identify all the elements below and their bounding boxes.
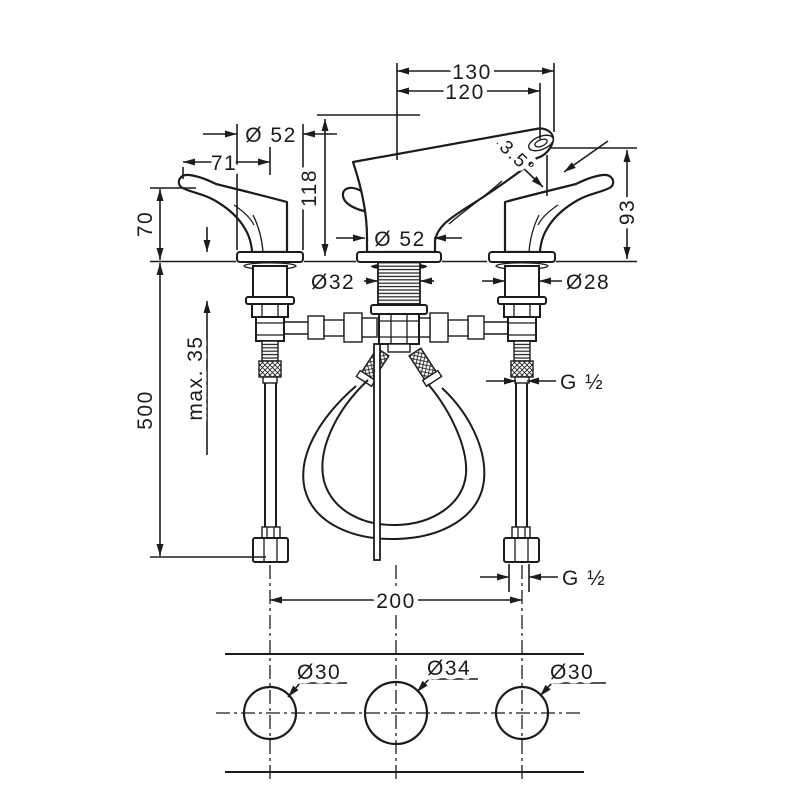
dim-label-max35: max. 35 (184, 335, 207, 420)
dim-label-g12-bottom: G ½ (562, 567, 606, 590)
hose-loop (302, 379, 486, 541)
dim-label-93: 93 (616, 199, 639, 225)
dim-label-130: 130 (452, 61, 492, 84)
left-handle-assembly (177, 173, 379, 564)
hole-center (363, 680, 429, 746)
hole-left (242, 685, 298, 741)
dim-handle-tip-height: 93 (550, 147, 644, 259)
dim-label-dia28: Ø28 (566, 271, 610, 294)
hole-left-label: Ø30 (287, 657, 347, 698)
dim-handle-reach: 71 (182, 147, 271, 180)
spout-assembly (302, 127, 555, 561)
dim-hose-length: 500 (130, 263, 266, 558)
svg-text:Ø34: Ø34 (427, 657, 471, 680)
hole-center-label: Ø34 (416, 653, 478, 693)
svg-text:Ø30: Ø30 (297, 661, 341, 684)
dim-handle-escutcheon: Ø 52 (203, 120, 337, 250)
dim-label-500: 500 (134, 390, 157, 430)
dim-spout-shank: Ø32 (307, 267, 434, 299)
spout-threaded-shank (377, 261, 421, 306)
dim-spout-reach: 120 (397, 77, 540, 109)
hole-right-label: Ø30 (539, 657, 606, 697)
hole-right (494, 685, 550, 741)
dim-label-71: 71 (211, 152, 237, 175)
dim-spout-escutcheon: Ø 52 (336, 224, 462, 256)
dim-label-70: 70 (134, 211, 157, 237)
dim-label-200: 200 (376, 590, 416, 613)
tee-body (378, 313, 420, 345)
dim-label-dia52-left: Ø 52 (245, 124, 297, 147)
dim-spout-height: 118 (294, 114, 420, 256)
dim-label-118: 118 (298, 169, 321, 207)
hole-plan-view: Ø30 Ø34 Ø30 (216, 653, 606, 773)
dim-label-120: 120 (445, 81, 485, 104)
spout-escutcheon (356, 251, 442, 263)
right-handle-assembly (413, 173, 615, 564)
dim-spout-reach-overall: 130 (396, 57, 555, 160)
svg-text:Ø30: Ø30 (550, 661, 594, 684)
dim-handle-shank: Ø28 (482, 267, 613, 299)
dim-max-counter-thickness: max. 35 (180, 227, 212, 455)
dim-label-dia32: Ø32 (311, 271, 355, 294)
dim-label-g12-mid: G ½ (560, 371, 604, 394)
dim-hose-thread-bottom: G ½ (480, 563, 609, 595)
dim-hole-spacing: 200 (269, 565, 523, 782)
aerator (528, 134, 554, 152)
dim-handle-height: 70 (130, 187, 196, 260)
pop-up-rod (373, 343, 381, 561)
dim-hose-thread-mid: G ½ (486, 367, 607, 399)
dim-label-dia52-centre: Ø 52 (374, 228, 426, 251)
